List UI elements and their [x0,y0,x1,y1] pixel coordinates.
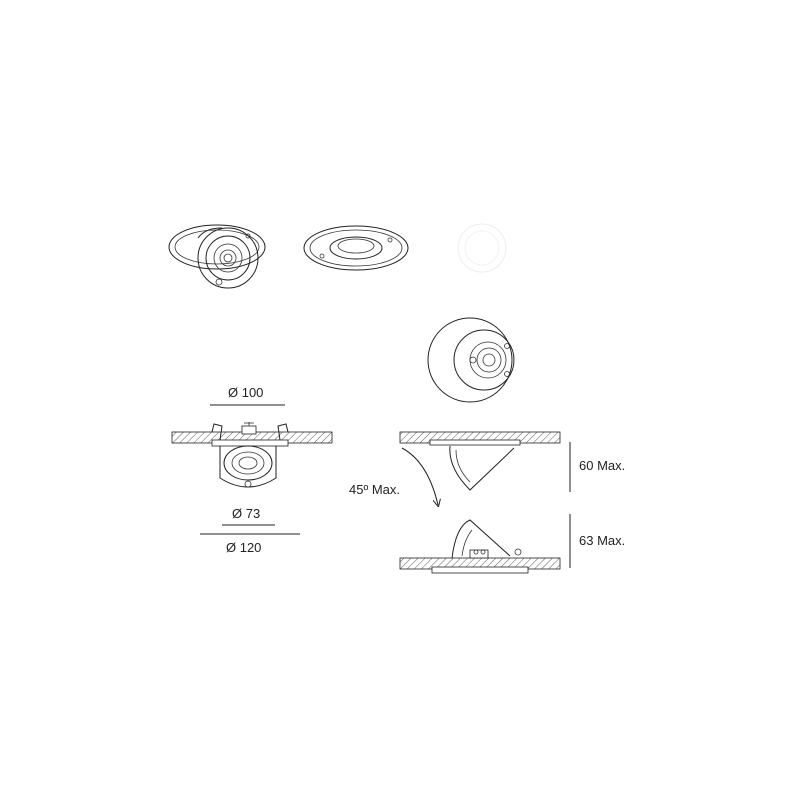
perspective-fixture-view [168,224,266,289]
cutout-diameter-label: Ø 120 [226,540,261,555]
side-view-installed [171,422,333,488]
section-tilted-view [399,431,561,505]
trim-diameter-label: Ø 100 [228,385,263,400]
perspective-trim-view [303,225,409,271]
height-tilted-label: 60 Max. [579,458,625,473]
section-straight-view [399,519,561,574]
front-view-round [427,317,515,403]
watermark-rings [457,223,507,273]
tilt-angle-label: 45º Max. [349,482,400,497]
body-diameter-label: Ø 73 [232,506,260,521]
dimension-lines [200,404,571,568]
height-straight-label: 63 Max. [579,533,625,548]
